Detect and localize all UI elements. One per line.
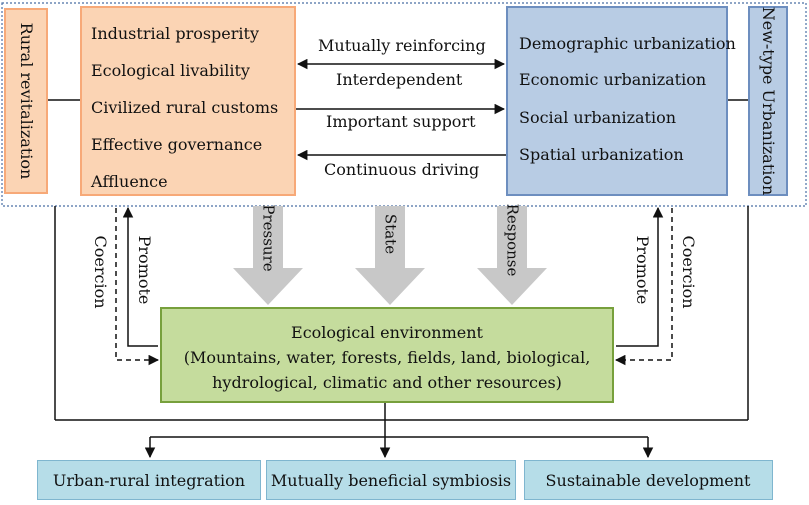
urban-item: Spatial urbanization: [519, 145, 684, 164]
rural-revitalization-title: Rural revitalization: [17, 22, 36, 180]
rural-item: Effective governance: [91, 135, 263, 154]
ecological-environment-box: [160, 307, 614, 403]
label-response: Response: [503, 203, 522, 277]
right-promote-path: [616, 206, 664, 347]
left-coercion-path: [115, 208, 160, 366]
new-type-urbanization-title: New-type Urbanization: [759, 6, 778, 196]
urban-item: Demographic urbanization: [519, 34, 736, 53]
right-coercion-path: [614, 208, 673, 366]
label-left-coercion: Coercion: [91, 235, 110, 309]
label-mutually-reinforcing: Mutually reinforcing: [318, 36, 486, 55]
label-right-promote: Promote: [633, 235, 652, 305]
state-arrow: [355, 206, 425, 305]
new-type-urbanization-box: [748, 6, 788, 196]
label-important-support: Important support: [326, 112, 476, 131]
left-promote-path: [122, 206, 158, 347]
label-continuous-driving: Continuous driving: [324, 160, 480, 179]
outcome-label: Sustainable development: [545, 471, 751, 490]
urban-items-box: [506, 6, 728, 196]
rural-item: Affluence: [91, 172, 168, 191]
label-right-coercion: Coercion: [679, 235, 698, 309]
outcome-box-sustainable-development: [524, 460, 773, 500]
pressure-arrow: [233, 206, 303, 305]
label-left-promote: Promote: [135, 235, 154, 305]
rural-item: Ecological livability: [91, 61, 250, 80]
rural-item: Civilized rural customs: [91, 98, 279, 117]
rural-revitalization-box: [4, 8, 48, 194]
rural-items-box: [80, 6, 296, 196]
outcome-box-urban-rural-integration: [37, 460, 261, 500]
label-interdependent: Interdependent: [336, 70, 463, 89]
eco-line: hydrological, climatic and other resourc…: [212, 373, 562, 392]
label-pressure: Pressure: [259, 204, 278, 272]
outcome-label: Urban-rural integration: [52, 471, 246, 490]
rural-item: Industrial prosperity: [91, 24, 259, 43]
response-arrow: [477, 206, 547, 305]
label-state: State: [381, 213, 400, 255]
urban-item: Economic urbanization: [519, 70, 707, 89]
outcome-label: Mutually beneficial symbiosis: [270, 471, 512, 490]
urban-item: Social urbanization: [519, 108, 677, 127]
eco-line: Ecological environment: [291, 323, 483, 342]
outcome-box-mutually-beneficial-symbiosis: [266, 460, 516, 500]
eco-line: (Mountains, water, forests, fields, land…: [183, 348, 591, 367]
